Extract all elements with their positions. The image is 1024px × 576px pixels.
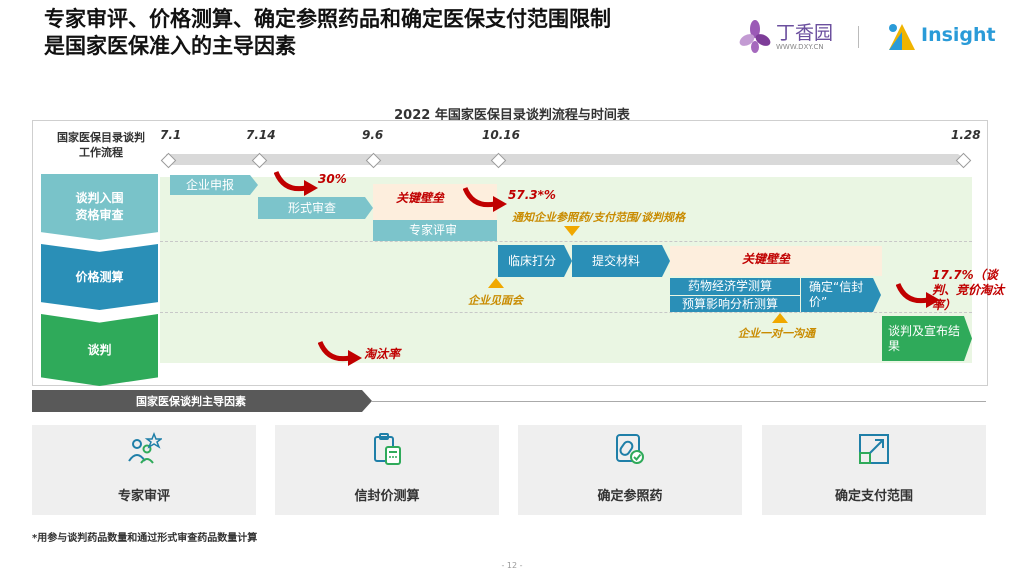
factor-label: 专家审评 bbox=[117, 489, 170, 504]
notice-annotation: 通知企业参照药/支付范围/谈判规格 bbox=[512, 211, 686, 224]
step-negotiation-result: 谈判及宣布结果 bbox=[882, 316, 972, 361]
step-pharmacoeconomics: 药物经济学测算 bbox=[670, 278, 800, 295]
step-envelope-price: 确定“信封价” bbox=[801, 278, 881, 312]
elimination-rate-final: 17.7%（谈判、竞价淘汰率） bbox=[932, 268, 1005, 312]
step-clinical-score: 临床打分 bbox=[498, 245, 572, 277]
phase-negotiation: 谈判 bbox=[41, 314, 158, 386]
key-barrier-1: 关键壁垒 bbox=[396, 191, 445, 205]
step-budget-impact: 预算影响分析测算 bbox=[670, 296, 800, 312]
factors-divider bbox=[372, 401, 986, 402]
experts-icon bbox=[128, 431, 162, 464]
page-number: - 12 - bbox=[501, 561, 523, 570]
barrier-zone-1 bbox=[373, 184, 497, 226]
date-1: 7.1 bbox=[160, 128, 182, 142]
factor-card-expert: 专家审评 bbox=[32, 425, 256, 515]
phase-pricing: 价格测算 bbox=[41, 244, 158, 310]
date-3: 9.6 bbox=[362, 128, 384, 142]
notice-marker-icon bbox=[564, 226, 580, 236]
factor-label: 确定支付范围 bbox=[834, 489, 913, 504]
step-expert-review: 专家评审 bbox=[373, 220, 497, 241]
barrier-zone-2 bbox=[670, 246, 882, 276]
title-line-2: 是国家医保准入的主导因素 bbox=[44, 34, 296, 58]
elimination-rate-label: 淘汰率 bbox=[364, 347, 401, 361]
logo-divider bbox=[858, 26, 859, 48]
meeting-marker-icon bbox=[488, 278, 504, 288]
pass-rate-1: 30% bbox=[318, 172, 347, 186]
red-curve-arrow bbox=[318, 340, 362, 366]
footnote: *用参与谈判药品数量和通过形式审查药品数量计算 bbox=[32, 533, 258, 544]
red-curve-arrow bbox=[896, 282, 940, 308]
dxy-flower-icon bbox=[739, 20, 771, 53]
step-formal-review: 形式审查 bbox=[258, 197, 373, 219]
pill-check-icon bbox=[616, 434, 644, 464]
title-line-1: 专家审评、价格测算、确定参照药品和确定医保支付范围限制 bbox=[44, 7, 611, 31]
timeline-bar bbox=[166, 154, 966, 165]
chart-title: 2022 年国家医保目录谈判流程与时间表 bbox=[394, 108, 630, 123]
dxy-url: WWW.DXY.CN bbox=[776, 43, 824, 51]
process-frame bbox=[32, 120, 988, 386]
insight-name: Insight bbox=[921, 24, 996, 46]
insight-mark-icon bbox=[889, 24, 915, 50]
phase-qualification: 谈判入围资格审查 bbox=[41, 174, 158, 240]
row-divider bbox=[160, 312, 972, 313]
factor-card-reference: 确定参照药 bbox=[518, 425, 742, 515]
factor-label: 确定参照药 bbox=[597, 489, 663, 504]
enterprise-meeting: 企业见面会 bbox=[468, 294, 523, 307]
factor-label: 信封价测算 bbox=[354, 489, 420, 504]
expand-arrow-icon bbox=[859, 434, 889, 464]
key-barrier-2: 关键壁垒 bbox=[742, 252, 791, 266]
step-submit-materials: 提交材料 bbox=[572, 245, 670, 277]
pass-rate-2: 57.3*% bbox=[508, 188, 556, 202]
step-apply: 企业申报 bbox=[170, 175, 258, 195]
red-curve-arrow bbox=[463, 186, 507, 212]
page-title: 专家审评、价格测算、确定参照药品和确定医保支付范围限制 是国家医保准入的主导因素 bbox=[44, 6, 744, 60]
one-on-one-communication: 企业一对一沟通 bbox=[738, 327, 815, 340]
date-5: 1.28 bbox=[951, 128, 981, 142]
red-curve-arrow bbox=[274, 170, 318, 196]
dxy-logo: 丁香园 WWW.DXY.CN bbox=[738, 18, 838, 58]
insight-logo: Insight bbox=[885, 18, 1010, 58]
dxy-name: 丁香园 bbox=[776, 22, 834, 44]
row-divider bbox=[160, 241, 972, 242]
factor-card-scope: 确定支付范围 bbox=[762, 425, 986, 515]
factors-header: 国家医保谈判主导因素 bbox=[32, 390, 372, 412]
communication-marker-icon bbox=[772, 313, 788, 323]
flow-label: 国家医保目录谈判工作流程 bbox=[57, 131, 145, 159]
factor-card-envelope: 信封价测算 bbox=[275, 425, 499, 515]
clipboard-calculator-icon bbox=[374, 433, 401, 465]
date-2: 7.14 bbox=[246, 128, 276, 142]
date-4: 10.16 bbox=[482, 128, 520, 142]
